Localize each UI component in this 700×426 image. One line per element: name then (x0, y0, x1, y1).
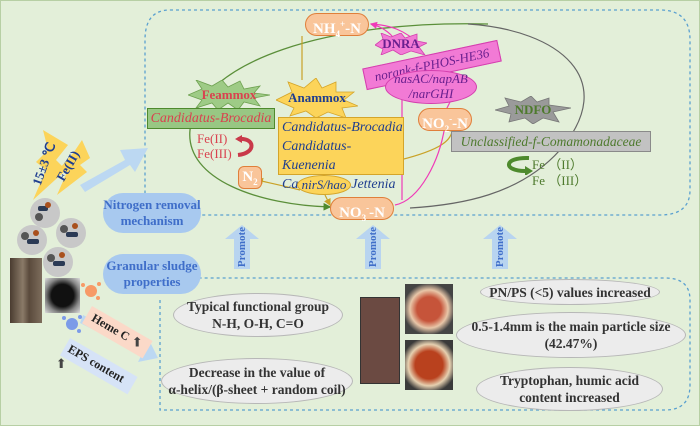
promote-arrow-1: Promote (225, 225, 259, 269)
burst-icon (375, 33, 427, 55)
cloud-line: mechanism (120, 213, 184, 228)
increase-arrow-icon: ⬆ (55, 356, 67, 372)
ndfo-fe-cycle: Fe （II） Fe （III） (532, 157, 587, 189)
anammox-label: Anammox (288, 90, 346, 105)
property-pn-ps: PN/PS (<5) values increased (480, 279, 660, 305)
fe-iii-label: Fe （III） (532, 173, 588, 188)
lightning-icon (57, 140, 90, 195)
ndfo-burst: NDFO (495, 96, 571, 124)
property-secondary-structure: Decrease in the value of α-helix/(β-shee… (161, 358, 353, 404)
increase-arrow-icon: ⬆ (131, 334, 143, 350)
up-arrow-icon (483, 225, 517, 269)
properties-panel-border (159, 277, 691, 411)
burst-icon (188, 80, 270, 110)
promote-arrow-3: Promote (483, 225, 517, 269)
feammox-fe-cycle: Fe(II) Fe(III) (197, 131, 232, 161)
cloud-line: Nitrogen removal (103, 197, 201, 212)
cloud-line: properties (123, 274, 181, 289)
granule-icon (17, 225, 47, 255)
burst-icon (276, 78, 358, 118)
dnra-burst: DNRA (375, 33, 427, 55)
black-granule-photo (45, 278, 80, 313)
anammox-gene-ellipse: nirS/hao (297, 175, 351, 195)
orange-splash-icon (81, 282, 101, 300)
fe-ii-label: Fe(II) (197, 131, 228, 146)
property-tryptophan: Tryptophan, humic acid content increased (476, 367, 663, 411)
property-particle-size: 0.5-1.4mm is the main particle size (42.… (456, 312, 686, 358)
reactor-photo (10, 258, 42, 323)
dnra-label: DNRA (382, 36, 420, 51)
fe-iii-label: Fe(III) (197, 146, 232, 161)
feammox-burst: Feammox (188, 80, 270, 110)
iron-lightning: Fe(II) (52, 140, 92, 195)
mechanism-panel-border (144, 9, 691, 216)
no2-node: NO2--N (418, 108, 472, 134)
granule-photo-top (405, 284, 453, 334)
no3-node: NO3--N (330, 197, 394, 223)
feammox-label: Feammox (201, 87, 257, 102)
granule-icon (30, 198, 60, 228)
feammox-species-box: Candidatus-Brocadia (147, 108, 275, 129)
temperature-lightning: 15±3 ℃ (28, 130, 68, 200)
input-arrow (80, 148, 148, 192)
cloud-line: Granular sludge (106, 258, 198, 273)
fe-redox-arrow-icon (235, 135, 254, 157)
fe-oxidation-arrow-icon (507, 155, 533, 175)
anammox-species-box: Candidatus-Brocadia Candidatus-Kuenenia … (278, 117, 404, 192)
up-arrow-icon (356, 225, 390, 269)
granule-icon (56, 218, 86, 248)
dnra-gene-ellipse: nasAC/napAB /narGHI (385, 70, 477, 104)
burst-icon (495, 96, 571, 124)
nh4-node: NH4+-N (305, 13, 369, 39)
blue-splash-icon (62, 315, 82, 333)
granule-photo-bottom (405, 340, 453, 390)
ndfo-species-box: Unclassified-f-Comamonadaceae (451, 131, 651, 152)
n2-node: N2 (238, 166, 262, 189)
promote-arrow-2: Promote (356, 225, 390, 269)
property-functional-groups: Typical functional group N-H, O-H, C=O (173, 293, 343, 337)
up-arrow-icon (225, 225, 259, 269)
lightning-icon (33, 130, 68, 200)
fe-ii-label: Fe （II） (532, 157, 583, 172)
ndfo-label: NDFO (514, 102, 552, 117)
granule-icon (43, 247, 73, 277)
nitrogen-removal-cloud: Nitrogen removal mechanism (103, 193, 201, 233)
anammox-burst: Anammox (276, 78, 358, 118)
reactor-column-photo (360, 297, 400, 384)
granular-sludge-cloud: Granular sludge properties (103, 254, 201, 294)
